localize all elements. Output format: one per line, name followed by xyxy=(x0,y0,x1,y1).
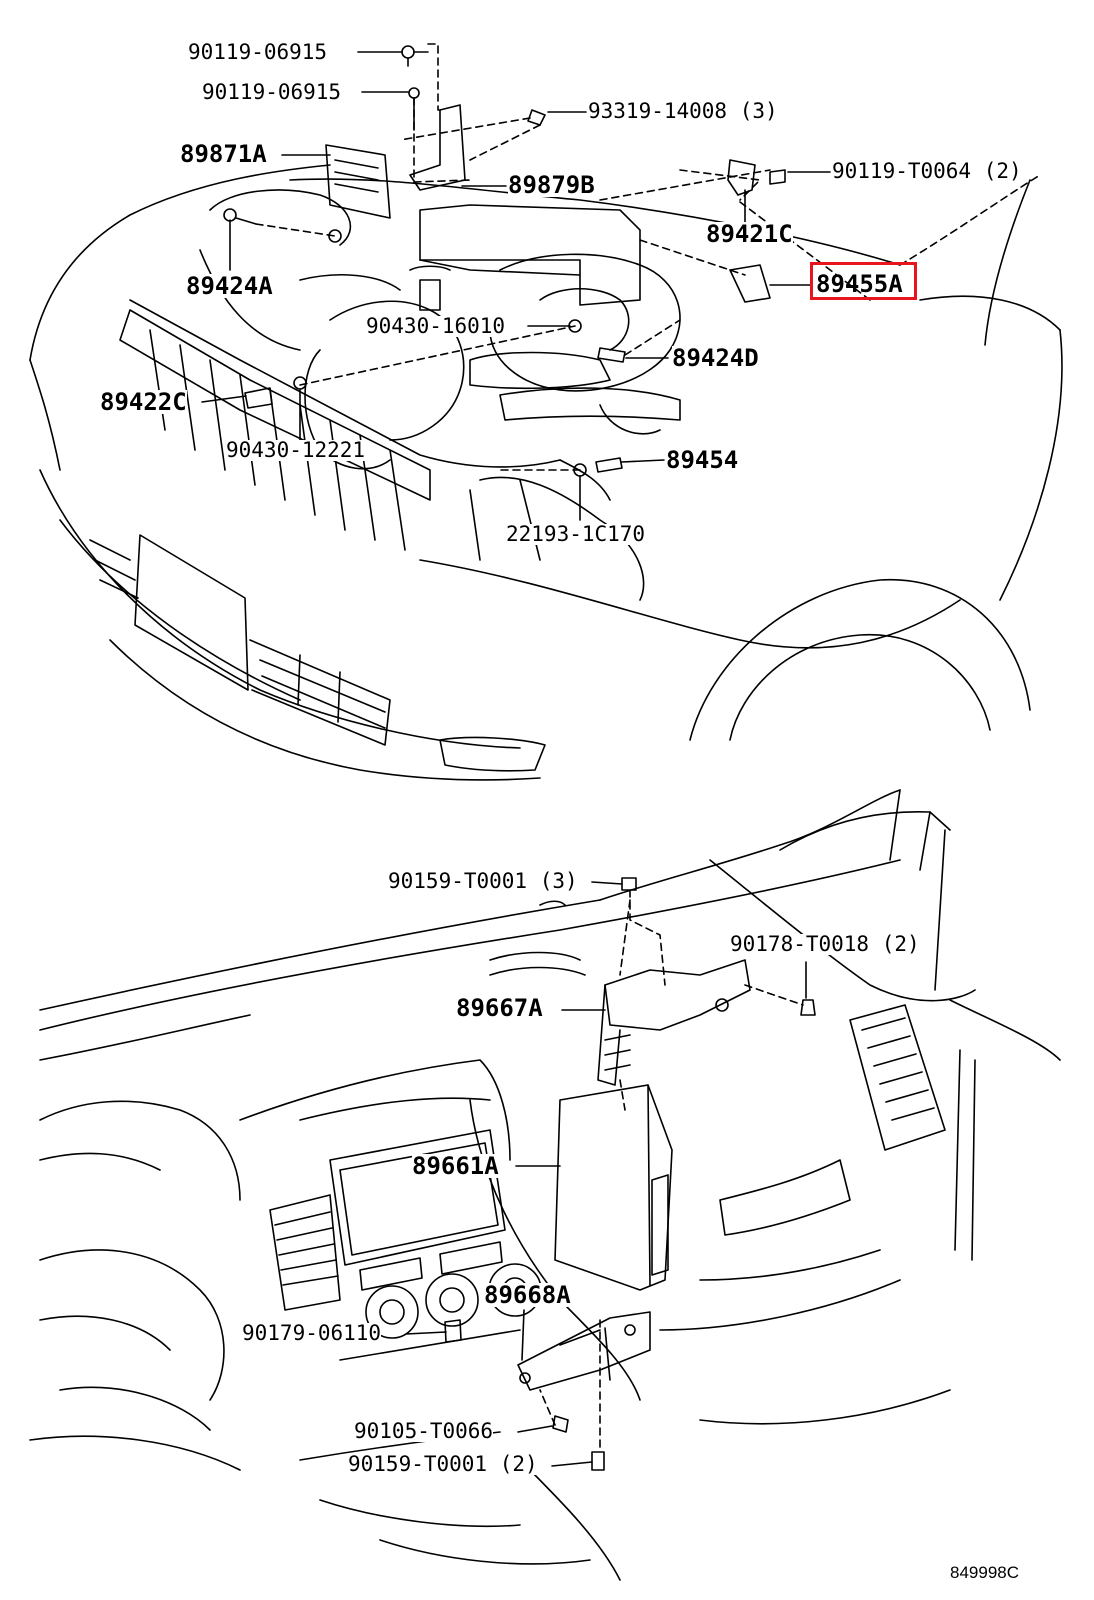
part-label-89668A[interactable]: 89668A xyxy=(484,1281,571,1309)
part-label-90119-06915-lower[interactable]: 90119-06915 xyxy=(202,80,342,104)
part-label-90430-12221[interactable]: 90430-12221 xyxy=(226,438,366,462)
part-label-90430-16010[interactable]: 90430-16010 xyxy=(366,314,506,338)
part-label-89871A[interactable]: 89871A xyxy=(180,140,267,168)
part-label-90119-06915-top[interactable]: 90119-06915 xyxy=(188,40,328,64)
part-label-90159-T0001-2[interactable]: 90159-T0001 (2) xyxy=(348,1452,538,1476)
part-label-90105-T0066[interactable]: 90105-T0066 xyxy=(354,1419,494,1443)
part-label-89424D[interactable]: 89424D xyxy=(672,344,759,372)
diagram-reference-code: 849998C xyxy=(950,1563,1020,1582)
part-label-89424A[interactable]: 89424A xyxy=(186,272,273,300)
part-label-90119-T0064[interactable]: 90119-T0064 (2) xyxy=(832,159,1022,183)
part-label-89455A[interactable]: 89455A xyxy=(816,270,903,298)
part-label-89421C[interactable]: 89421C xyxy=(706,220,793,248)
part-label-89661A[interactable]: 89661A xyxy=(412,1152,499,1180)
highlight-box xyxy=(810,262,917,300)
part-label-89879B[interactable]: 89879B xyxy=(508,171,595,199)
part-label-90178-T0018[interactable]: 90178-T0018 (2) xyxy=(730,932,920,956)
part-label-89454[interactable]: 89454 xyxy=(666,446,739,474)
dashboard-drawing xyxy=(29,789,1061,1581)
part-label-89667A[interactable]: 89667A xyxy=(456,994,543,1022)
part-label-22193-1C170[interactable]: 22193-1C170 xyxy=(506,522,646,546)
part-label-89422C[interactable]: 89422C xyxy=(100,388,187,416)
part-label-93319-14008[interactable]: 93319-14008 (3) xyxy=(588,99,778,123)
part-label-90159-T0001-3[interactable]: 90159-T0001 (3) xyxy=(388,869,578,893)
part-label-90179-06110[interactable]: 90179-06110 xyxy=(242,1321,382,1345)
